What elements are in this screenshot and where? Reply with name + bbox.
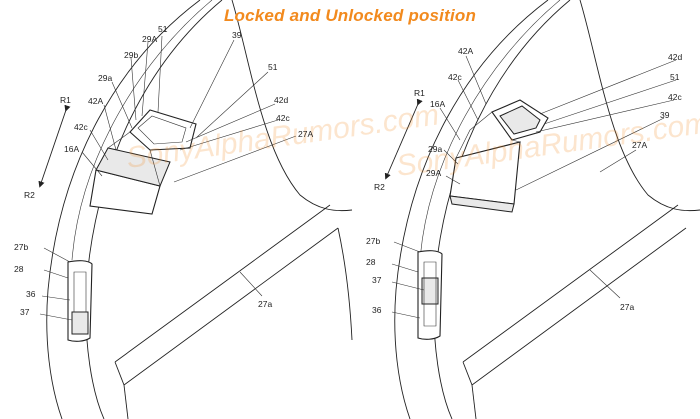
right-figure-unlocked (384, 0, 700, 419)
right-switch-slot (423, 261, 437, 327)
left-label-51: 51 (158, 24, 168, 34)
right-label-R1: R1 (414, 88, 425, 98)
left-label-29a: 29a (98, 73, 112, 83)
left-lock-link (107, 131, 161, 187)
right-label-42c: 42c (448, 72, 462, 82)
right-body-inner-edge-2 (419, 0, 561, 261)
left-switch-knob (71, 311, 89, 335)
left-body-inner-edge (85, 0, 223, 419)
right-leader-lines (391, 55, 677, 319)
right-panel-base (471, 384, 477, 419)
left-figure-locked (38, 0, 353, 419)
left-leader-lines (39, 35, 297, 321)
left-label-42d: 42d (274, 95, 288, 105)
left-lock-tab (129, 109, 197, 151)
right-label-R2: R2 (374, 182, 385, 192)
right-lock-lever-side (449, 195, 515, 213)
left-label-37: 37 (20, 307, 30, 317)
right-switch-knob (421, 277, 439, 305)
right-label-27A: 27A (632, 140, 647, 150)
left-label-39: 39 (232, 30, 242, 40)
right-label-51: 51 (670, 72, 680, 82)
left-grip-curve (231, 0, 353, 212)
left-direction-arrow (38, 104, 71, 188)
right-label-29a: 29a (428, 144, 442, 154)
right-label-29A: 29A (426, 168, 441, 178)
left-lock-tab-inner (137, 115, 187, 145)
right-label-42d: 42d (668, 52, 682, 62)
left-body-inner-edge-2 (71, 0, 213, 261)
right-label-37: 37 (372, 275, 382, 285)
left-label-51b: 51 (268, 62, 278, 72)
right-lock-link (455, 111, 521, 159)
right-label-39: 39 (660, 110, 670, 120)
left-panel-edge (337, 227, 353, 341)
left-label-36: 36 (26, 289, 36, 299)
right-body-outer-edge (394, 0, 549, 419)
left-label-27a: 27a (258, 299, 272, 309)
left-label-42c: 42c (74, 122, 88, 132)
right-label-42A: 42A (458, 46, 473, 56)
left-panel-base (123, 384, 129, 419)
right-label-28: 28 (366, 257, 376, 267)
page-title: Locked and Unlocked position (223, 6, 477, 25)
left-label-R1: R1 (60, 95, 71, 105)
left-label-R2: R2 (24, 190, 35, 200)
left-panel-diagonal (114, 204, 339, 386)
right-label-27a: 27a (620, 302, 634, 312)
right-label-16A: 16A (430, 99, 445, 109)
left-label-28: 28 (14, 264, 24, 274)
right-panel-diagonal (462, 204, 687, 386)
right-label-42c-2: 42c (668, 92, 682, 102)
left-label-42c-2: 42c (276, 113, 290, 123)
left-label-27A: 27A (298, 129, 313, 139)
right-label-36: 36 (372, 305, 382, 315)
left-lock-lever-top (95, 147, 171, 187)
right-lock-tab-inner (499, 105, 541, 135)
left-body-outer-edge (46, 0, 201, 419)
right-direction-arrow (384, 98, 423, 180)
watermark-text: SonyAlphaRumors.com (124, 98, 441, 175)
left-switch-slot (73, 271, 87, 313)
left-label-42A: 42A (88, 96, 103, 106)
left-label-27b: 27b (14, 242, 28, 252)
left-label-16A: 16A (64, 144, 79, 154)
left-label-29A: 29A (142, 34, 157, 44)
right-body-inner-edge (433, 0, 571, 419)
right-label-27b: 27b (366, 236, 380, 246)
right-grip-curve (579, 0, 700, 212)
left-label-29b: 29b (124, 50, 138, 60)
